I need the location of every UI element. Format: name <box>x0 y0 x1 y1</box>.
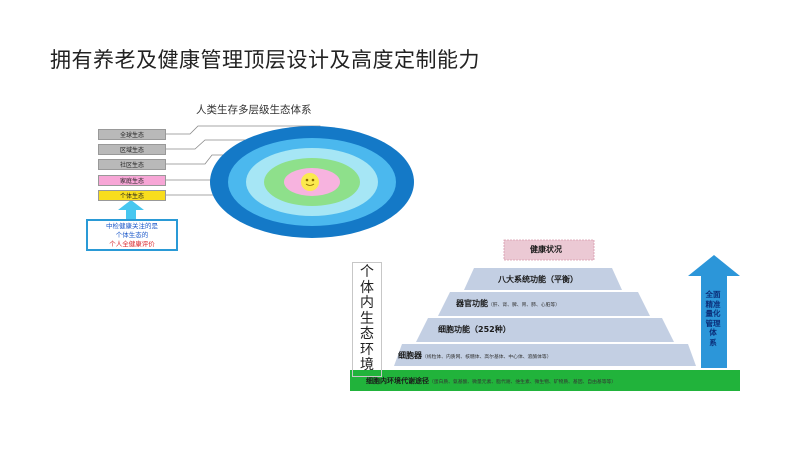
level-label-region: 区域生态 <box>119 147 144 154</box>
eco-up-arrow-icon <box>118 200 144 219</box>
vertical-label-char: 态 <box>360 326 374 342</box>
pyramid-base-bar <box>350 370 740 391</box>
evaluation-box: 中检健康关注的是 个体生态的 个人全健康评价 <box>86 219 178 251</box>
base-subtext: （蛋白质、氨基酸、微量元素、脂代谢、维生素、微生物、矿物质、基因、自由基等等） <box>429 380 617 385</box>
vertical-label-char: 内 <box>360 295 374 311</box>
pyramid-tiers <box>350 239 740 391</box>
side-label-line: 体 <box>709 328 717 337</box>
tier-2-text: 器官功能 <box>456 299 488 308</box>
tier-3-text: 细胞功能（252种） <box>438 325 511 334</box>
pyramid-base-label: 细胞内环境代谢途径（蛋白质、氨基酸、微量元素、脂代谢、维生素、微生物、矿物质、基… <box>366 376 616 386</box>
base-text: 细胞内环境代谢途径 <box>366 377 429 385</box>
level-box-individual: 个体生态 <box>98 190 166 201</box>
eco-rings <box>210 126 414 238</box>
side-label-line: 全面 <box>705 290 721 299</box>
level-box-region: 区域生态 <box>98 144 166 155</box>
level-label-individual: 个体生态 <box>119 193 144 200</box>
evaluation-line-2: 个体生态的 <box>115 231 149 239</box>
pyramid-top-label: 健康状况 <box>530 245 562 254</box>
pyramid-top-box <box>503 239 595 261</box>
level-label-family: 家庭生态 <box>119 178 144 185</box>
level-box-global: 全球生态 <box>98 129 166 140</box>
vertical-label: 个体内生态环境 <box>352 262 382 377</box>
side-label-line: 管理 <box>705 318 721 328</box>
pyramid-tier-3-label: 细胞功能（252种） <box>438 324 511 335</box>
vertical-label-char: 环 <box>360 341 374 358</box>
pyramid-tier-3 <box>416 318 674 342</box>
side-label-line: 量化 <box>705 309 721 318</box>
tier-4-subtext: （线粒体、内质网、核糖体、高尔基体、中心体、溶酶体等） <box>422 355 552 360</box>
evaluation-line-1: 中检健康关注的是 <box>106 222 158 230</box>
tier-2-subtext: （肝、肾、脾、胃、肺、心脏等） <box>488 303 560 308</box>
pyramid-tier-2-label: 器官功能（肝、肾、脾、胃、肺、心脏等） <box>456 298 560 309</box>
level-label-community: 社区生态 <box>119 162 144 169</box>
side-label-line: 精准 <box>705 299 721 309</box>
tier-1-text: 八大系统功能（平衡） <box>498 275 578 284</box>
pyramid-tier-2 <box>438 292 650 316</box>
smiley-face-icon <box>305 178 315 186</box>
level-label-global: 全球生态 <box>119 132 144 139</box>
vertical-label-text: 个体内生态环境 <box>353 264 381 374</box>
side-label-line: 系 <box>709 337 717 347</box>
vertical-label-char: 境 <box>360 357 374 373</box>
evaluation-line-3: 个人全健康评价 <box>109 240 155 248</box>
pyramid-tier-1-label: 八大系统功能（平衡） <box>498 274 578 285</box>
vertical-label-char: 个 <box>360 264 374 280</box>
tier-4-text: 细胞器 <box>398 351 422 360</box>
pyramid-tier-1 <box>464 268 622 290</box>
slide-title: 拥有养老及健康管理顶层设计及高度定制能力 <box>50 48 480 72</box>
vertical-label-char: 生 <box>360 310 374 327</box>
eco-diagram-title: 人类生存多层级生态体系 <box>196 104 312 116</box>
side-up-arrow-icon <box>688 255 740 368</box>
level-box-community: 社区生态 <box>98 159 166 170</box>
side-arrow-label: 全面 精准 量化 管理 体 系 <box>700 290 726 347</box>
smiley-center <box>301 173 319 191</box>
level-box-family: 家庭生态 <box>98 175 166 186</box>
vertical-label-char: 体 <box>360 279 374 296</box>
pyramid-tier-4-label: 细胞器（线粒体、内质网、核糖体、高尔基体、中心体、溶酶体等） <box>398 350 552 361</box>
pyramid-tier-4 <box>394 344 696 366</box>
